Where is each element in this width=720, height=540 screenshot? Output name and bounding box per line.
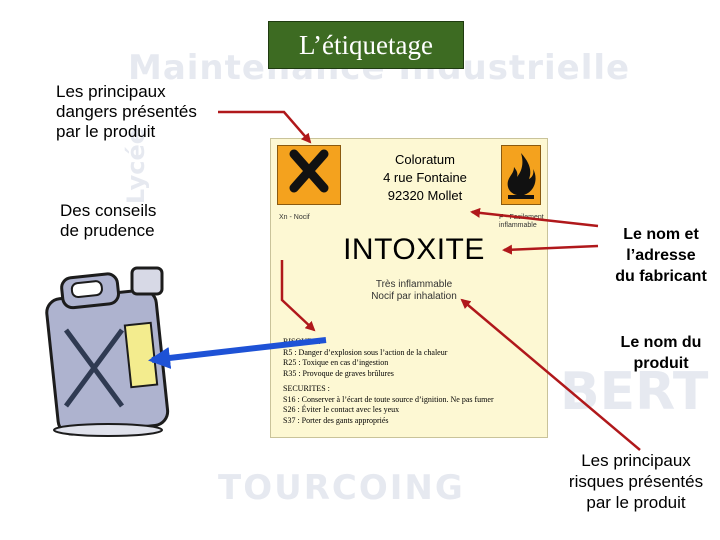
callout-advice-line: Des conseils: [60, 201, 156, 221]
callout-risks-line: par le produit: [556, 492, 716, 513]
title-box: L’étiquetage: [268, 21, 464, 69]
pictogram-flammable: [501, 145, 541, 205]
label-manufacturer-line: 4 rue Fontaine: [355, 169, 495, 187]
label-risks: RISQUES : R5 : Danger d’explosion sous l…: [283, 337, 447, 379]
label-safety: SECURITES : S16 : Conserver à l’écart de…: [283, 384, 494, 426]
pictogram-harmful-caption: Xn - Nocif: [279, 214, 310, 221]
callout-risks-line: risques présentés: [556, 471, 716, 492]
callout-product-name-line: produit: [604, 353, 718, 374]
label-risk-line: R35 : Provoque de graves brûlures: [283, 369, 447, 380]
callout-manufacturer-line: Le nom et: [598, 224, 720, 245]
x-cross-icon: [278, 148, 340, 196]
label-subtitle-line: Très inflammable: [321, 279, 507, 291]
callout-advice-line: de prudence: [60, 221, 156, 241]
watermark-bottom: TOURCOING: [218, 468, 465, 508]
label-manufacturer: Coloratum 4 rue Fontaine 92320 Mollet: [355, 151, 495, 205]
page-title: L’étiquetage: [269, 30, 463, 61]
label-safety-heading: SECURITES :: [283, 384, 494, 395]
label-risk-line: R25 : Toxique en cas d’ingestion: [283, 358, 447, 369]
callout-dangers-line: Les principaux: [56, 82, 197, 102]
callout-manufacturer: Le nom et l’adresse du fabricant: [598, 224, 720, 287]
callout-dangers-line: dangers présentés: [56, 102, 197, 122]
callout-advice: Des conseils de prudence: [60, 201, 156, 241]
callout-risks: Les principaux risques présentés par le …: [556, 450, 716, 513]
callout-dangers-line: par le produit: [56, 122, 197, 142]
callout-product-name: Le nom du produit: [604, 332, 718, 374]
jerrycan-icon: [38, 250, 178, 440]
callout-risks-line: Les principaux: [556, 450, 716, 471]
label-product-subtitle: Très inflammable Nocif par inhalation: [321, 279, 507, 303]
label-safety-line: S16 : Conserver à l’écart de toute sourc…: [283, 395, 494, 406]
flame-icon: [502, 147, 540, 203]
pictogram-harmful: [277, 145, 341, 205]
callout-dangers: Les principaux dangers présentés par le …: [56, 82, 197, 142]
pictogram-flammable-caption: F - Facilement inflammable: [499, 214, 549, 230]
label-safety-line: S26 : Éviter le contact avec les yeux: [283, 405, 494, 416]
label-risk-line: R5 : Danger d’explosion sous l’action de…: [283, 348, 447, 359]
label-product-name: INTOXITE: [271, 233, 557, 267]
label-manufacturer-line: Coloratum: [355, 151, 495, 169]
callout-product-name-line: Le nom du: [604, 332, 718, 353]
label-risks-heading: RISQUES :: [283, 337, 447, 348]
product-label: Xn - Nocif F - Facilement inflammable Co…: [270, 138, 548, 438]
callout-manufacturer-line: du fabricant: [598, 266, 720, 287]
label-safety-line: S37 : Porter des gants appropriés: [283, 416, 494, 427]
label-subtitle-line: Nocif par inhalation: [321, 291, 507, 303]
callout-manufacturer-line: l’adresse: [598, 245, 720, 266]
label-manufacturer-line: 92320 Mollet: [355, 187, 495, 205]
